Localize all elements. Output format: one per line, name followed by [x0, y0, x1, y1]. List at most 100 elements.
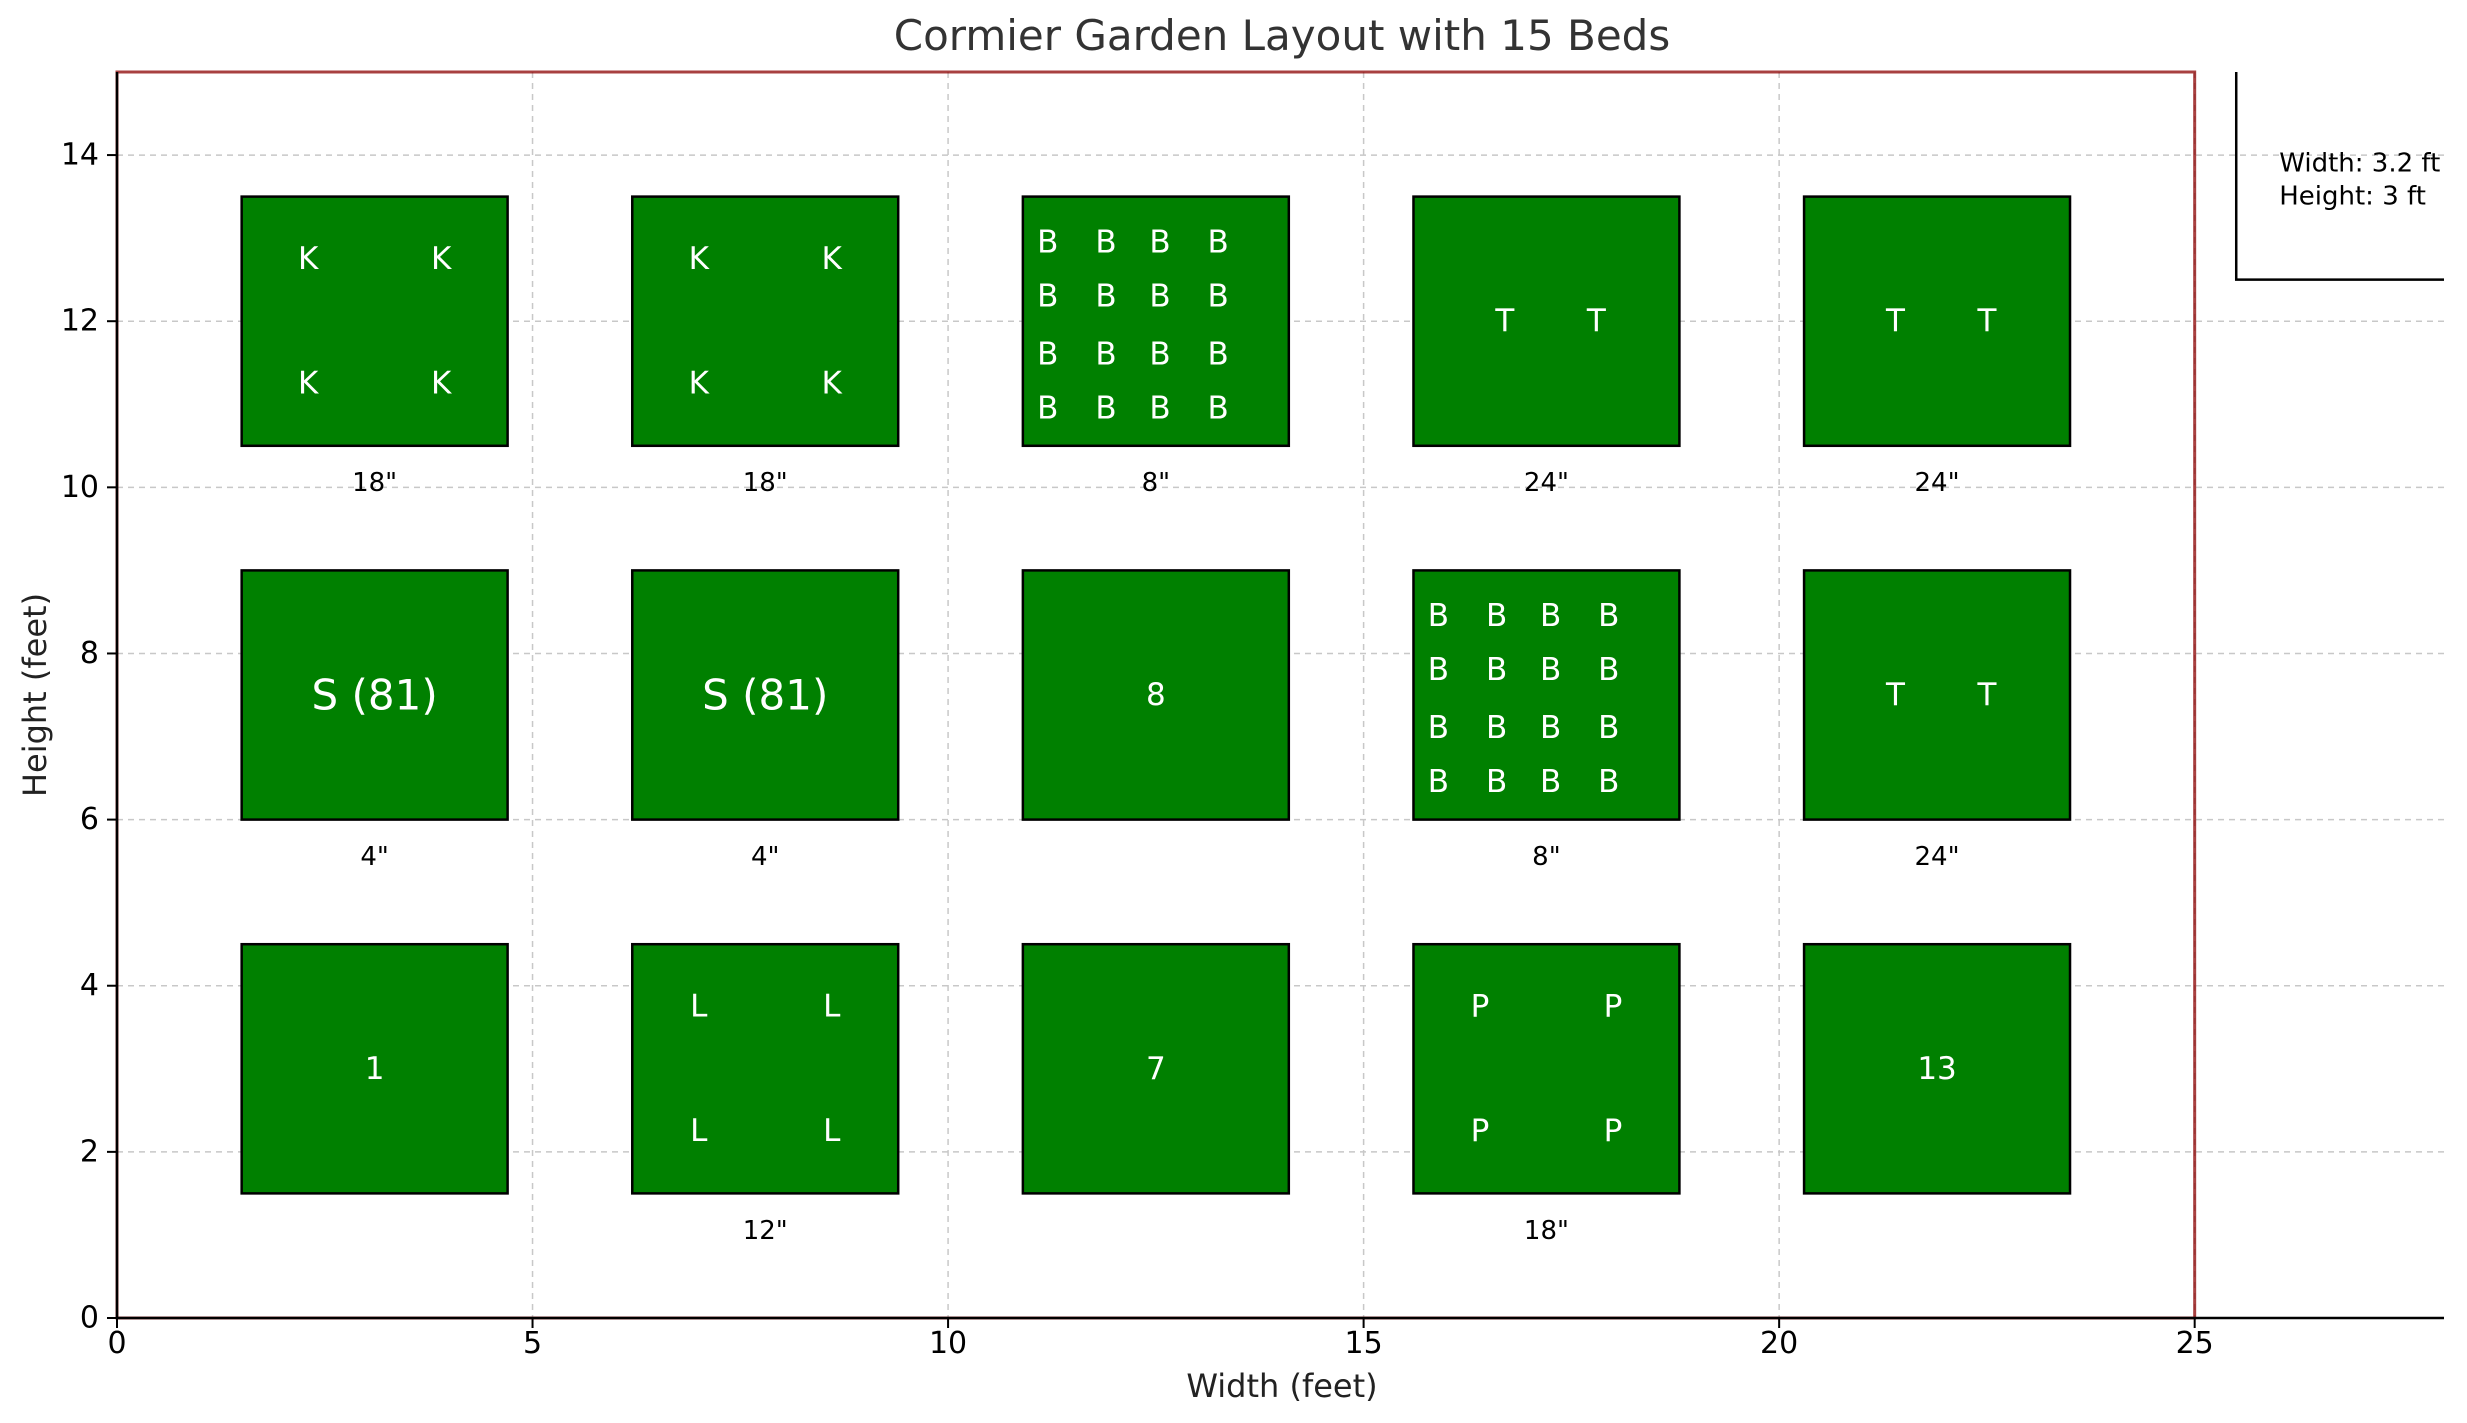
plant-marker: B	[1540, 598, 1561, 634]
y-tick-label: 12	[61, 304, 99, 339]
plant-marker: B	[1149, 224, 1170, 260]
plant-marker: K	[431, 241, 452, 277]
plant-marker: B	[1486, 598, 1507, 634]
bed-rect	[1802, 942, 2072, 1195]
bed-rect	[240, 942, 509, 1195]
bed-spacing-label: 4"	[751, 842, 780, 872]
dimension-text: Height: 3 ft	[2279, 182, 2426, 212]
plant-marker: B	[1037, 278, 1058, 314]
bed-label: 1	[365, 1051, 385, 1087]
plant-marker: L	[823, 1113, 841, 1149]
bed-label: S (81)	[312, 671, 438, 720]
plant-marker: B	[1149, 336, 1170, 372]
plant-marker: B	[1037, 224, 1058, 260]
plant-marker: B	[1486, 764, 1507, 800]
bed-spacing-label: 18"	[743, 468, 788, 498]
bed-rect	[1412, 195, 1681, 448]
bed-rect	[631, 195, 900, 448]
plant-marker: K	[298, 366, 319, 402]
garden-bed-3: K K K K 18"	[240, 195, 509, 498]
garden-bed-4: L L L L 12"	[631, 942, 900, 1246]
bed-rect	[1021, 942, 1291, 1195]
plant-marker: L	[823, 989, 841, 1025]
plant-marker: B	[1428, 598, 1449, 634]
plant-marker: T	[1976, 677, 1997, 713]
plant-marker: P	[1471, 1113, 1490, 1149]
y-tick-label: 14	[61, 138, 99, 173]
bed-spacing-label: 18"	[352, 468, 397, 498]
plant-marker: B	[1149, 390, 1170, 426]
garden-beds: 1 S (81) 4" K K K K 18" L L L L 12" S (81) 4" K K K K 18" 7 8…	[115, 70, 2197, 1320]
bed-rect	[1802, 195, 2072, 448]
x-tick-label: 20	[1760, 1326, 1798, 1361]
plant-marker: B	[1428, 710, 1449, 746]
y-tick-label: 6	[80, 802, 99, 837]
plant-marker: B	[1428, 652, 1449, 688]
y-axis-label: Height (feet)	[16, 593, 54, 797]
plant-marker: P	[1604, 1113, 1623, 1149]
plant-marker: P	[1471, 989, 1490, 1025]
plant-marker: T	[1885, 303, 1906, 339]
plant-marker: B	[1540, 710, 1561, 746]
plant-marker: B	[1037, 336, 1058, 372]
plant-marker: L	[690, 989, 708, 1025]
y-tick-label: 8	[80, 636, 99, 671]
plant-marker: T	[1586, 303, 1607, 339]
bed-spacing-label: 12"	[743, 1216, 788, 1246]
x-axis-label: Width (feet)	[1186, 1367, 1377, 1405]
garden-bed-6: K K K K 18"	[631, 195, 900, 498]
plant-marker: B	[1149, 278, 1170, 314]
bed-label: 7	[1146, 1051, 1166, 1087]
plant-marker: K	[431, 366, 452, 402]
dimension-box	[2234, 72, 2444, 281]
plant-marker: B	[1208, 336, 1229, 372]
chart-text: Cormier Garden Layout with 15 Beds Width…	[16, 11, 2440, 1405]
bed-label: S (81)	[702, 671, 828, 720]
chart-title: Cormier Garden Layout with 15 Beds	[894, 11, 1670, 60]
plant-marker: B	[1428, 764, 1449, 800]
plant-marker: B	[1540, 652, 1561, 688]
plant-marker: K	[689, 366, 710, 402]
garden-bed-13: 13	[1802, 942, 2072, 1195]
garden-bed-5: S (81) 4"	[631, 569, 900, 872]
plant-marker: T	[1976, 303, 1997, 339]
y-tick-label: 2	[80, 1134, 99, 1169]
plant-marker: B	[1208, 390, 1229, 426]
bed-spacing-label: 8"	[1532, 842, 1561, 872]
bed-rect	[1412, 569, 1681, 821]
bed-rect	[1021, 569, 1291, 821]
bed-rect	[240, 195, 509, 448]
plant-marker: B	[1208, 278, 1229, 314]
x-tick-label: 25	[2176, 1326, 2214, 1361]
plant-marker: B	[1540, 764, 1561, 800]
plant-marker: B	[1598, 598, 1619, 634]
bed-spacing-label: 8"	[1142, 468, 1171, 498]
bed-rect	[240, 569, 509, 821]
x-tick-label: 0	[107, 1326, 126, 1361]
bed-rect	[1021, 195, 1291, 448]
plant-marker: K	[689, 241, 710, 277]
plant-marker: K	[298, 241, 319, 277]
bed-spacing-label: 4"	[360, 842, 389, 872]
plant-marker: K	[822, 241, 843, 277]
bed-rect	[1802, 569, 2072, 821]
plant-marker: B	[1095, 336, 1116, 372]
plant-marker: B	[1486, 652, 1507, 688]
plant-marker: P	[1604, 989, 1623, 1025]
plant-marker: B	[1598, 652, 1619, 688]
bed-label: 13	[1917, 1051, 1956, 1087]
bed-label: 8	[1146, 677, 1166, 713]
bed-spacing-label: 24"	[1524, 468, 1569, 498]
bed-rect	[631, 942, 900, 1195]
garden-bed-1: 1	[240, 942, 509, 1195]
plant-marker: L	[690, 1113, 708, 1149]
plant-marker: B	[1486, 710, 1507, 746]
x-tick-label: 10	[929, 1326, 967, 1361]
plant-marker: K	[822, 366, 843, 402]
